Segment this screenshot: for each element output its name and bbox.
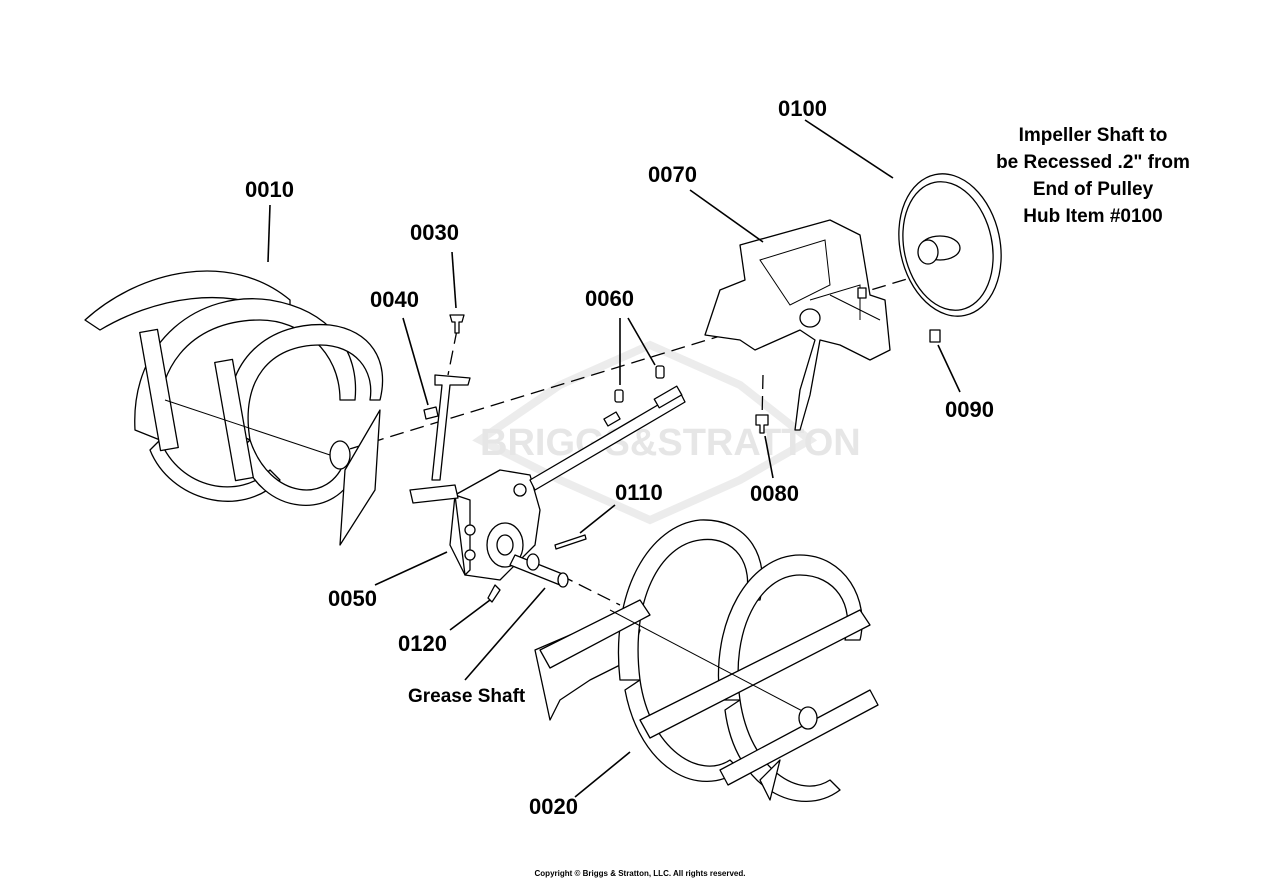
svg-text:BRIGGS&STRATTON: BRIGGS&STRATTON bbox=[480, 422, 861, 464]
bolt-0080 bbox=[755, 414, 769, 434]
drive-shaft bbox=[409, 385, 686, 504]
leader-lines bbox=[267, 119, 961, 798]
lower-shaft bbox=[509, 553, 569, 588]
housing-0070 bbox=[704, 219, 891, 431]
watermark: BRIGGS&STRATTON bbox=[472, 340, 861, 525]
label-0070: 0070 bbox=[648, 162, 697, 187]
label-grease-shaft: Grease Shaft bbox=[408, 686, 526, 707]
bolt-0080-axis bbox=[761, 374, 764, 421]
pin-0110 bbox=[554, 534, 587, 550]
svg-text:Impeller Shaft to: Impeller Shaft to bbox=[1019, 125, 1168, 146]
bolt-0030-axis bbox=[447, 329, 458, 376]
bracket-0030 bbox=[423, 314, 471, 481]
copyright-text: Copyright © Briggs & Stratton, LLC. All … bbox=[535, 869, 746, 878]
label-0090: 0090 bbox=[945, 397, 994, 422]
auger-left-0010 bbox=[84, 270, 384, 546]
lower-axis-line bbox=[559, 574, 621, 606]
pulley-0100 bbox=[898, 173, 1002, 317]
set-screw-0090 bbox=[929, 329, 941, 343]
svg-text:be Recessed .2" from: be Recessed .2" from bbox=[996, 152, 1190, 173]
label-0010: 0010 bbox=[245, 177, 294, 202]
label-0080: 0080 bbox=[750, 481, 799, 506]
svg-text:Hub Item #0100: Hub Item #0100 bbox=[1023, 206, 1162, 227]
clip-0120 bbox=[487, 584, 501, 603]
label-0060: 0060 bbox=[585, 286, 634, 311]
label-0100: 0100 bbox=[778, 96, 827, 121]
auger-right-0020 bbox=[534, 519, 879, 803]
label-0040: 0040 bbox=[370, 287, 419, 312]
label-0030: 0030 bbox=[410, 220, 459, 245]
label-0020: 0020 bbox=[529, 794, 578, 819]
svg-text:End of Pulley: End of Pulley bbox=[1033, 179, 1154, 200]
impeller-note: Impeller Shaft to be Recessed .2" from E… bbox=[996, 125, 1190, 227]
label-0050: 0050 bbox=[328, 586, 377, 611]
label-0110: 0110 bbox=[615, 480, 663, 505]
keys-0060 bbox=[614, 365, 665, 403]
label-0120: 0120 bbox=[398, 631, 447, 656]
